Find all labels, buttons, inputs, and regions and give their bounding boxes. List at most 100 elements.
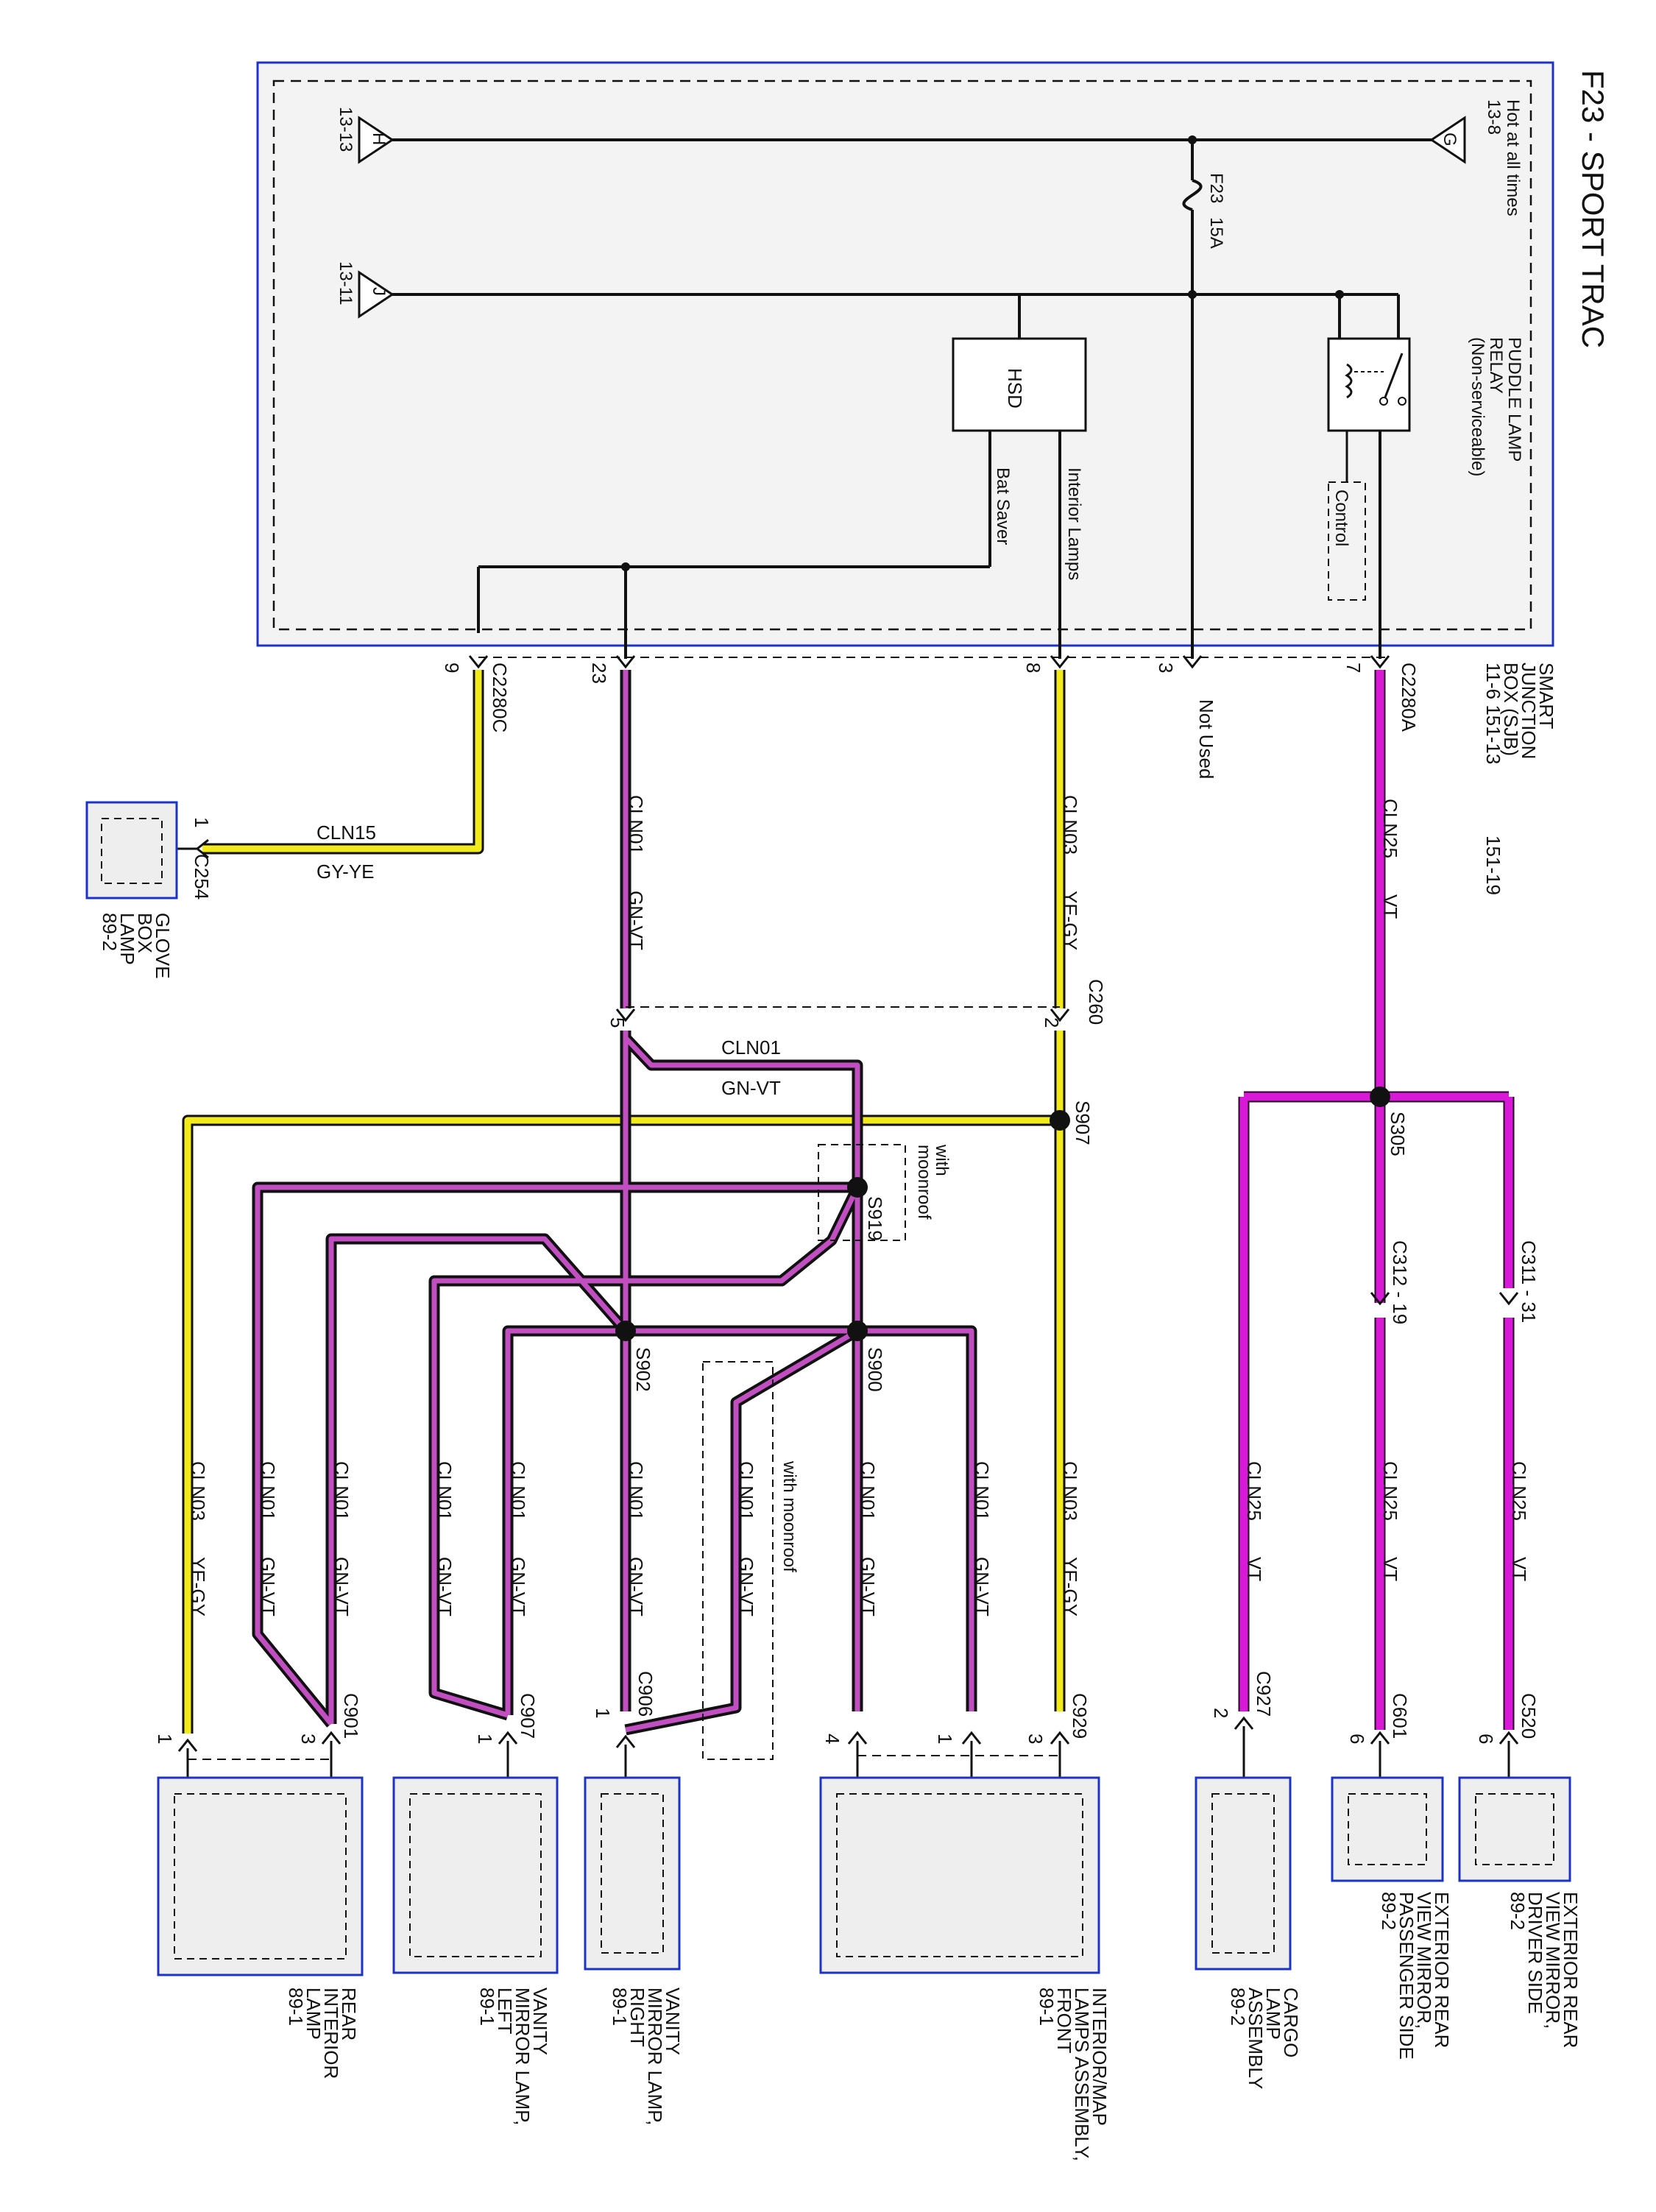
- rear-interior-lamp-component: REAR INTERIOR LAMP 89-1: [157, 1776, 364, 2079]
- wire-label: CLN01: [257, 1461, 279, 1521]
- pin-3: 3: [1155, 662, 1177, 673]
- diagram-title: F23 - SPORT TRAC: [1576, 70, 1610, 348]
- g-power-source-triangle: G Hot at all times 13-8: [1429, 99, 1523, 216]
- svg-text:89-2: 89-2: [99, 913, 121, 951]
- vanity-mirror-left-component: VANITY MIRROR LAMP, LEFT 89-1: [392, 1776, 559, 2125]
- hot-label: Hot at all times: [1503, 99, 1523, 216]
- svg-text:1: 1: [934, 1734, 956, 1744]
- glove-box-lamp: GLOVE BOX LAMP 89-2: [85, 801, 178, 979]
- splice-labels: S305 S907 S919 S900 S902 with moonroof w…: [632, 1100, 1409, 1760]
- wire-label: VT: [1379, 1557, 1401, 1581]
- svg-text:1: 1: [592, 1708, 614, 1718]
- svg-text:89-1: 89-1: [285, 1987, 307, 2026]
- svg-text:FRONT: FRONT: [1053, 1987, 1075, 2054]
- fuse-name: F23: [1206, 173, 1226, 203]
- svg-text:89-2: 89-2: [1227, 1987, 1249, 2026]
- svg-text:3: 3: [1025, 1734, 1047, 1744]
- wire-label: GN-VT: [735, 1557, 757, 1616]
- connector-c311: C311 - 31: [1498, 1240, 1540, 1323]
- wire-label: CLN25: [1379, 799, 1401, 858]
- wire-label: CLN01: [625, 1461, 647, 1521]
- wire-label: YE-GY: [1059, 1557, 1081, 1616]
- wire-label: GY-YE: [316, 861, 375, 883]
- c260-pin-5: 5: [606, 1017, 629, 1028]
- h-triangle: H 13-13: [336, 107, 394, 164]
- bat-saver-label: Bat Saver: [993, 467, 1013, 545]
- svg-text:C907: C907: [517, 1693, 539, 1739]
- svg-text:6: 6: [1475, 1734, 1497, 1744]
- svg-text:LAMP: LAMP: [1262, 1987, 1284, 2040]
- smart-junction-box: F23 - SPORT TRAC G Hot at all times 13-8…: [256, 61, 1610, 659]
- svg-text:INTERIOR/MAP: INTERIOR/MAP: [1089, 1987, 1111, 2126]
- splice-s305: S305: [1387, 1112, 1409, 1156]
- svg-text:C254: C254: [191, 854, 213, 900]
- driver-mirror-component: EXTERIOR REAR VIEW MIRROR, DRIVER SIDE 8…: [1458, 1776, 1582, 2048]
- pin-8: 8: [1022, 662, 1044, 673]
- connector-c312: C312 - 19: [1370, 1240, 1411, 1324]
- wire-label: YE-GY: [187, 1557, 209, 1616]
- wire-label: GN-VT: [257, 1557, 279, 1616]
- gy-ye-wiring: [202, 670, 484, 855]
- svg-text:89-1: 89-1: [1036, 1987, 1058, 2026]
- svg-text:3: 3: [297, 1734, 319, 1744]
- svg-text:LAMP: LAMP: [302, 1987, 325, 2040]
- hot-ref: 13-8: [1484, 99, 1504, 135]
- wire-label: GN-VT: [434, 1557, 456, 1616]
- svg-text:MIRROR LAMP,: MIRROR LAMP,: [644, 1987, 666, 2125]
- hsd-label: HSD: [1004, 368, 1026, 409]
- svg-text:REAR: REAR: [338, 1987, 360, 2040]
- connector-c2280c: C2280C: [489, 662, 511, 732]
- wire-label: GN-VT: [625, 891, 647, 950]
- interior-map-lamps-component: INTERIOR/MAP LAMPS ASSEMBLY, FRONT 89-1: [819, 1776, 1111, 2161]
- pin-23: 23: [588, 662, 610, 684]
- not-used-label: Not Used: [1195, 699, 1217, 779]
- h-letter: H: [369, 132, 389, 145]
- svg-text:VIEW MIRROR,: VIEW MIRROR,: [1542, 1892, 1564, 2029]
- splice-s900: S900: [864, 1347, 886, 1392]
- svg-text:C901: C901: [340, 1693, 362, 1739]
- svg-text:1: 1: [474, 1734, 496, 1744]
- connector-c260: C260 2 5: [606, 979, 1107, 1028]
- wire-label: CLN01: [857, 1461, 879, 1521]
- svg-text:PASSENGER SIDE: PASSENGER SIDE: [1395, 1892, 1418, 2060]
- svg-text:C927: C927: [1253, 1671, 1275, 1717]
- svg-text:EXTERIOR REAR: EXTERIOR REAR: [1560, 1892, 1582, 2048]
- svg-text:C929: C929: [1069, 1693, 1091, 1739]
- wire-label: CLN03: [1059, 1461, 1081, 1521]
- sjb-name-1: SMART: [1535, 662, 1557, 729]
- interior-lamps-label: Interior Lamps: [1064, 467, 1084, 580]
- wire-label: GN-VT: [507, 1557, 529, 1616]
- svg-text:4: 4: [821, 1734, 843, 1744]
- connector-c2280a: C2280A: [1398, 662, 1420, 732]
- svg-text:LAMP: LAMP: [116, 913, 138, 965]
- svg-text:6: 6: [1346, 1734, 1368, 1744]
- svg-text:INTERIOR: INTERIOR: [320, 1987, 342, 2079]
- svg-text:EXTERIOR REAR: EXTERIOR REAR: [1431, 1892, 1453, 2048]
- svg-text:GLOVE: GLOVE: [152, 913, 174, 979]
- svg-text:VIEW MIRROR,: VIEW MIRROR,: [1413, 1892, 1435, 2029]
- wire-label: CLN03: [1059, 795, 1081, 855]
- svg-text:CARGO: CARGO: [1280, 1987, 1302, 2057]
- pin-9: 9: [441, 662, 463, 673]
- sjb-name-3: BOX (SJB): [1500, 662, 1522, 756]
- wire-label: VT: [1379, 894, 1401, 919]
- control-label: Control: [1331, 490, 1351, 546]
- vt-wiring: [1238, 670, 1515, 1730]
- with-moonroof-label: with moonroof: [779, 1460, 799, 1572]
- hsd-block: HSD Interior Lamps Bat Saver: [952, 337, 1087, 580]
- svg-text:C520: C520: [1518, 1693, 1540, 1739]
- j-ref: 13-11: [336, 261, 355, 305]
- h-ref: 13-13: [336, 107, 355, 152]
- svg-text:VANITY: VANITY: [662, 1987, 684, 2055]
- svg-text:LAMPS ASSEMBLY,: LAMPS ASSEMBLY,: [1071, 1987, 1093, 2161]
- splice-s919: S919: [864, 1196, 886, 1241]
- svg-text:89-1: 89-1: [476, 1987, 498, 2026]
- wire-label: CLN25: [1508, 1461, 1530, 1521]
- c260-label: C260: [1085, 979, 1107, 1025]
- svg-text:89-1: 89-1: [609, 1987, 631, 2026]
- wire-label: CLN25: [1379, 1461, 1401, 1521]
- svg-text:89-2: 89-2: [1378, 1892, 1400, 1930]
- ye-gy-wiring: [182, 670, 1066, 1734]
- passenger-mirror-component: EXTERIOR REAR VIEW MIRROR, PASSENGER SID…: [1331, 1776, 1453, 2060]
- wire-labels: CLN25 VT CLN03 YE-GY CLN01 GN-VT CLN25 V…: [187, 795, 1530, 1616]
